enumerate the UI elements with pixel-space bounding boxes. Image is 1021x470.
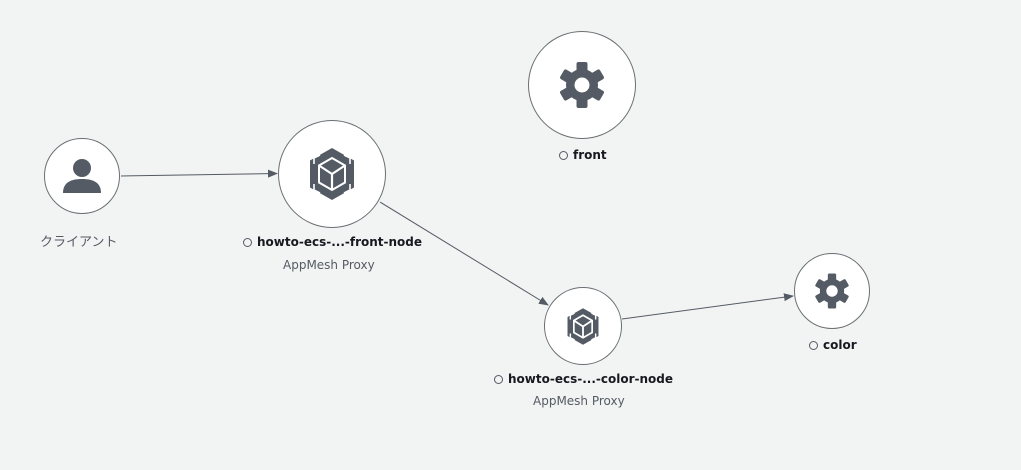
color-service-name: color <box>823 338 857 352</box>
status-circle-icon <box>494 374 503 384</box>
front-node-label[interactable]: howto-ecs-...-front-node <box>243 235 422 249</box>
color-service-label[interactable]: color <box>809 338 857 352</box>
status-circle-icon <box>809 340 818 350</box>
color-node-name: howto-ecs-...-color-node <box>508 372 673 386</box>
color-node-subtitle: AppMesh Proxy <box>533 394 625 408</box>
front-node-name: howto-ecs-...-front-node <box>257 235 423 249</box>
front-service-label[interactable]: front <box>559 148 607 162</box>
edge-client-to-front-node <box>120 169 278 178</box>
appmesh-proxy-icon <box>567 307 599 345</box>
edge-color-node-to-color-service <box>621 293 794 320</box>
color-service-node[interactable] <box>794 253 870 329</box>
status-circle-icon <box>243 237 252 247</box>
front-service-node[interactable] <box>528 31 636 139</box>
edge-front-node-to-color-node <box>379 201 549 306</box>
front-node-subtitle: AppMesh Proxy <box>283 258 375 272</box>
user-icon <box>63 159 101 193</box>
gear-icon <box>815 273 849 309</box>
client-label: クライアント <box>40 235 118 250</box>
color-node[interactable] <box>544 287 622 365</box>
front-node[interactable] <box>278 120 386 228</box>
appmesh-proxy-icon <box>310 148 354 200</box>
gear-icon <box>560 62 604 108</box>
status-circle-icon <box>559 150 568 160</box>
color-node-label[interactable]: howto-ecs-...-color-node <box>494 372 673 386</box>
front-service-name: front <box>573 148 607 162</box>
client-node[interactable] <box>44 138 120 214</box>
